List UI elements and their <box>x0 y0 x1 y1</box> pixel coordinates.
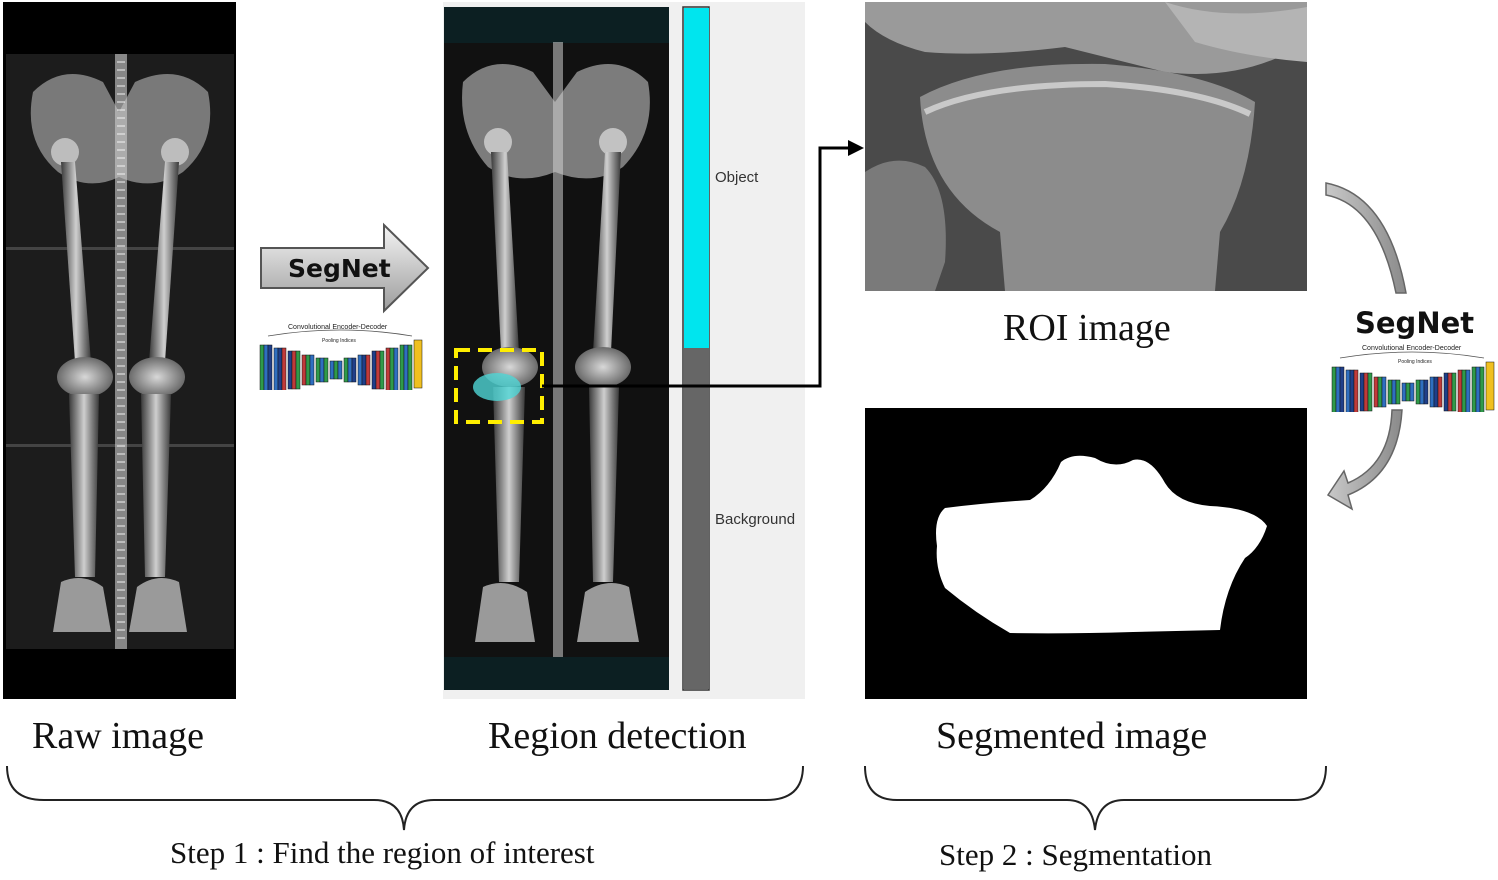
legend-background-swatch <box>684 348 709 689</box>
segnet-network-diagram-step1 <box>256 322 426 396</box>
legend-object-label: Object <box>715 169 759 186</box>
segmented-image-caption: Segmented image <box>936 715 1208 757</box>
segnet-label-step1: SegNet <box>288 254 391 283</box>
region-detection-caption: Region detection <box>488 715 747 757</box>
segnet-curved-arrows <box>1318 175 1428 520</box>
step1-label: Step 1 : Find the region of interest <box>170 835 595 870</box>
step1-brace <box>4 764 808 834</box>
step2-brace <box>862 764 1330 834</box>
segnet-net-title-step2: Convolutional Encoder-Decoder <box>1362 345 1462 352</box>
segnet-arrow <box>258 222 434 314</box>
roi-knee-image <box>865 2 1307 291</box>
segnet-network-diagram-step2 <box>1328 344 1498 418</box>
segmented-mask-image <box>865 408 1307 699</box>
roi-connector-arrow <box>540 136 870 392</box>
raw-image-caption: Raw image <box>32 715 205 757</box>
roi-image-caption: ROI image <box>1003 307 1171 349</box>
segnet-net-sub-step2: Pooling Indices <box>1398 359 1432 365</box>
step2-label: Step 2 : Segmentation <box>939 837 1212 872</box>
segnet-net-sub-step1: Pooling Indices <box>322 338 356 344</box>
segnet-label-step2: SegNet <box>1355 306 1475 340</box>
legend-object-swatch <box>684 8 709 348</box>
region-detection-figure <box>443 2 805 699</box>
segnet-net-title-step1: Convolutional Encoder-Decoder <box>288 324 388 331</box>
raw-xray-image <box>3 2 236 699</box>
legend-background-label: Background <box>715 511 796 528</box>
